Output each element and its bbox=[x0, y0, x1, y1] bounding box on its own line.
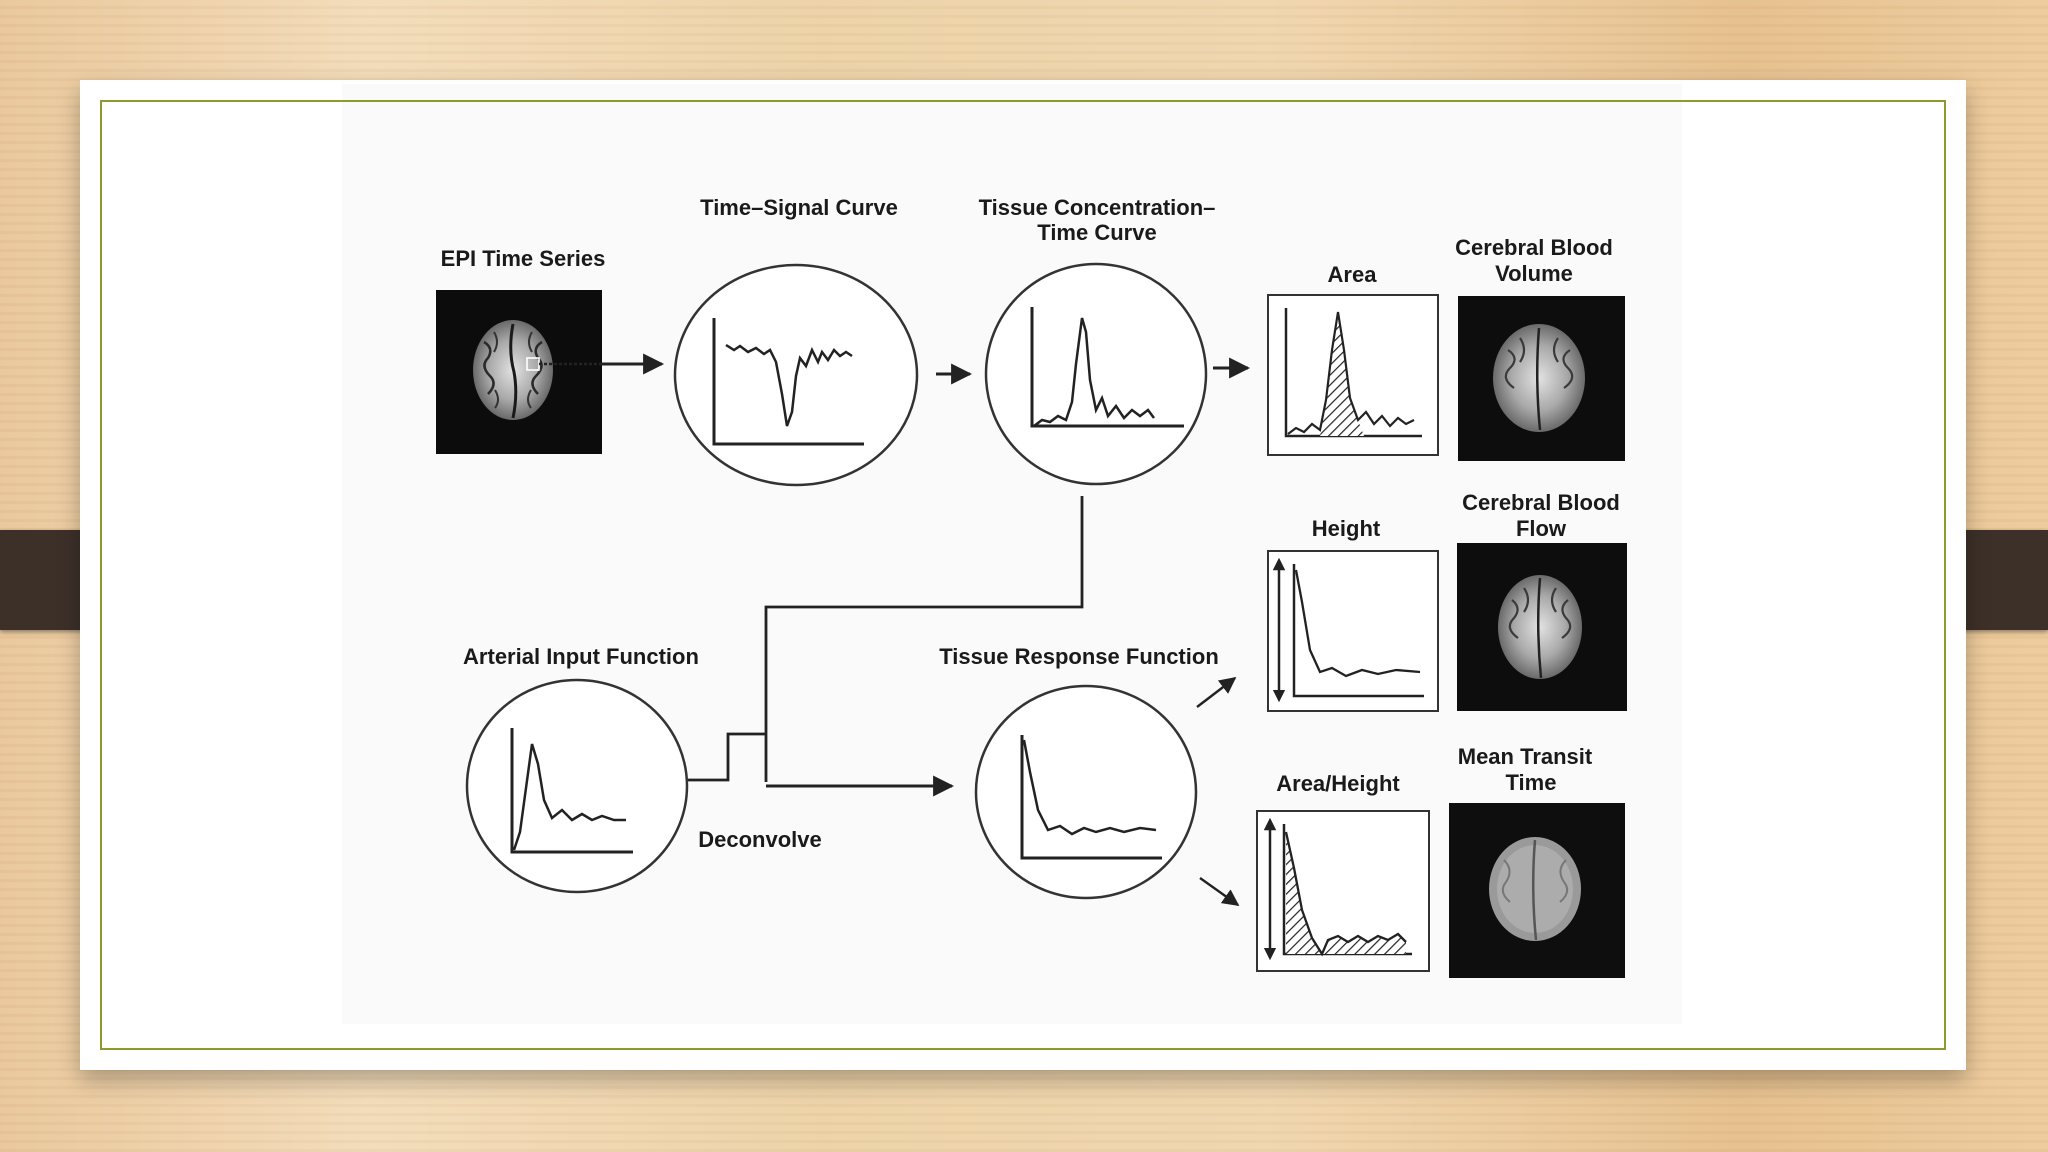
label-cbf-line1: Cerebral Blood bbox=[1462, 490, 1620, 515]
tissue-concentration-curve-circle bbox=[984, 262, 1208, 486]
label-epi-time-series: EPI Time Series bbox=[441, 246, 606, 271]
time-signal-curve-circle bbox=[673, 263, 919, 487]
epi-brain-image bbox=[436, 290, 602, 454]
area-height-plot-box bbox=[1256, 810, 1430, 972]
slide-frame bbox=[100, 100, 1946, 1050]
aif-to-deconvolve-line bbox=[685, 732, 766, 782]
arterial-input-function-circle bbox=[465, 678, 689, 894]
concentration-to-deconvolve-line bbox=[764, 496, 1084, 782]
label-arterial-input-function: Arterial Input Function bbox=[463, 644, 699, 669]
label-height: Height bbox=[1312, 516, 1381, 541]
label-deconvolve: Deconvolve bbox=[698, 827, 822, 852]
label-tissue-concentration-line2: Time Curve bbox=[1037, 220, 1156, 245]
label-cbv-line2: Volume bbox=[1495, 261, 1573, 286]
height-plot-box bbox=[1267, 550, 1439, 712]
label-mtt-line2: Time bbox=[1506, 770, 1557, 795]
trf-to-area-height-arrow bbox=[1199, 877, 1240, 906]
mtt-brain-image bbox=[1449, 803, 1625, 978]
slide-card: EPI Time Series Time–Signal Curve Tissue… bbox=[80, 80, 1966, 1070]
label-cbv-line1: Cerebral Blood bbox=[1455, 235, 1613, 260]
label-tissue-concentration-line1: Tissue Concentration– bbox=[979, 195, 1216, 220]
cbv-brain-image bbox=[1458, 296, 1625, 461]
perfusion-diagram: EPI Time Series Time–Signal Curve Tissue… bbox=[436, 195, 1627, 978]
area-plot-box bbox=[1267, 294, 1439, 456]
label-area-height: Area/Height bbox=[1276, 771, 1400, 796]
tissue-response-function-circle bbox=[974, 684, 1198, 900]
label-tissue-response-function: Tissue Response Function bbox=[939, 644, 1219, 669]
cbf-brain-image bbox=[1457, 543, 1627, 711]
label-mtt-line1: Mean Transit bbox=[1458, 744, 1593, 769]
label-cbf-line2: Flow bbox=[1516, 516, 1567, 541]
trf-to-height-arrow bbox=[1196, 676, 1237, 708]
label-time-signal-curve: Time–Signal Curve bbox=[700, 195, 898, 220]
label-area: Area bbox=[1328, 262, 1378, 287]
